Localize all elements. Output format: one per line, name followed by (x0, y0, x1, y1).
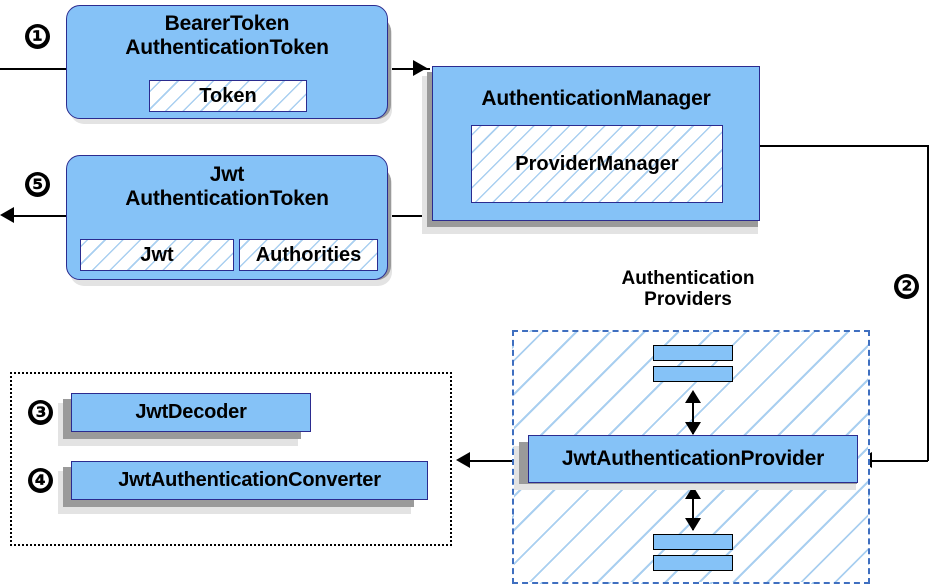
connector-step2-right (927, 145, 929, 461)
provider-bar-bottom-2 (653, 555, 733, 571)
jwt-support-group-container (10, 372, 452, 546)
bearer-token-slot: Token (149, 80, 307, 112)
jwt-label: Jwt (140, 243, 174, 266)
arrowhead-providers-bottom-down (685, 518, 701, 531)
arrowhead-providers-top-down (685, 422, 701, 435)
providers-caption: Authentication Providers (560, 268, 816, 311)
node-authentication-manager[interactable]: AuthenticationManager ProviderManager (432, 66, 760, 221)
bearer-token-title-line2: AuthenticationToken (125, 35, 329, 59)
connector-provider-to-group (470, 460, 522, 462)
jwt-token-slot-authorities: Authorities (239, 239, 378, 271)
providers-caption-line1: Authentication (621, 268, 755, 289)
jwt-token-slot-jwt: Jwt (80, 239, 234, 271)
node-jwt-authentication-token[interactable]: Jwt AuthenticationToken Jwt Authorities (66, 155, 388, 280)
connector-providers-bottom (692, 488, 694, 530)
connector-step2-bottom (872, 460, 928, 462)
jwt-decoder-title: JwtDecoder (135, 401, 247, 424)
step-marker-4: ❹ (28, 468, 53, 493)
arrowhead-token-to-manager (413, 60, 427, 76)
node-jwt-authentication-converter[interactable]: JwtAuthenticationConverter (71, 461, 428, 500)
jwt-token-title: Jwt AuthenticationToken (125, 163, 329, 210)
node-jwt-authentication-provider[interactable]: JwtAuthenticationProvider (528, 435, 858, 483)
authorities-label: Authorities (255, 243, 362, 266)
step-marker-4-label: ❹ (30, 467, 51, 493)
jwt-token-title-line1: Jwt (209, 163, 245, 186)
jwt-authentication-converter-title: JwtAuthenticationConverter (118, 469, 381, 492)
provider-bar-top-1 (653, 345, 733, 361)
token-label: Token (199, 84, 257, 107)
step-marker-2-label: ❷ (896, 273, 917, 299)
authentication-manager-title: AuthenticationManager (481, 87, 711, 110)
connector-step2-top (759, 145, 928, 147)
node-jwt-decoder[interactable]: JwtDecoder (71, 393, 311, 432)
jwt-authentication-provider-title: JwtAuthenticationProvider (561, 447, 825, 471)
step-marker-2: ❷ (894, 274, 919, 299)
connector-token-to-manager (388, 68, 430, 70)
step-marker-5-label: ❺ (27, 171, 48, 197)
bearer-token-title-line1: BearerToken (164, 12, 290, 35)
provider-bar-top-2 (653, 366, 733, 382)
provider-bar-bottom-1 (653, 534, 733, 550)
jwt-token-title-line2: AuthenticationToken (125, 186, 329, 210)
connector-request-in (0, 68, 72, 70)
provider-manager-label: ProviderManager (515, 152, 679, 175)
arrowhead-provider-to-group (456, 452, 470, 468)
connector-providers-top (692, 392, 694, 434)
arrowhead-result-out (0, 207, 14, 223)
bearer-token-title: BearerToken AuthenticationToken (125, 12, 329, 59)
step-marker-1-label: ❶ (27, 23, 48, 49)
step-marker-1: ❶ (25, 24, 50, 49)
step-marker-5: ❺ (25, 172, 50, 197)
node-bearer-token-authentication-token[interactable]: BearerToken AuthenticationToken Token (66, 5, 388, 119)
connector-result-out (14, 215, 74, 217)
step-marker-3: ❸ (28, 400, 53, 425)
authentication-manager-slot: ProviderManager (471, 125, 723, 203)
step-marker-3-label: ❸ (30, 399, 51, 425)
arrowhead-providers-top-up (685, 390, 701, 403)
providers-caption-line2: Providers (644, 289, 732, 311)
connector-manager-to-jwttoken (388, 215, 434, 217)
